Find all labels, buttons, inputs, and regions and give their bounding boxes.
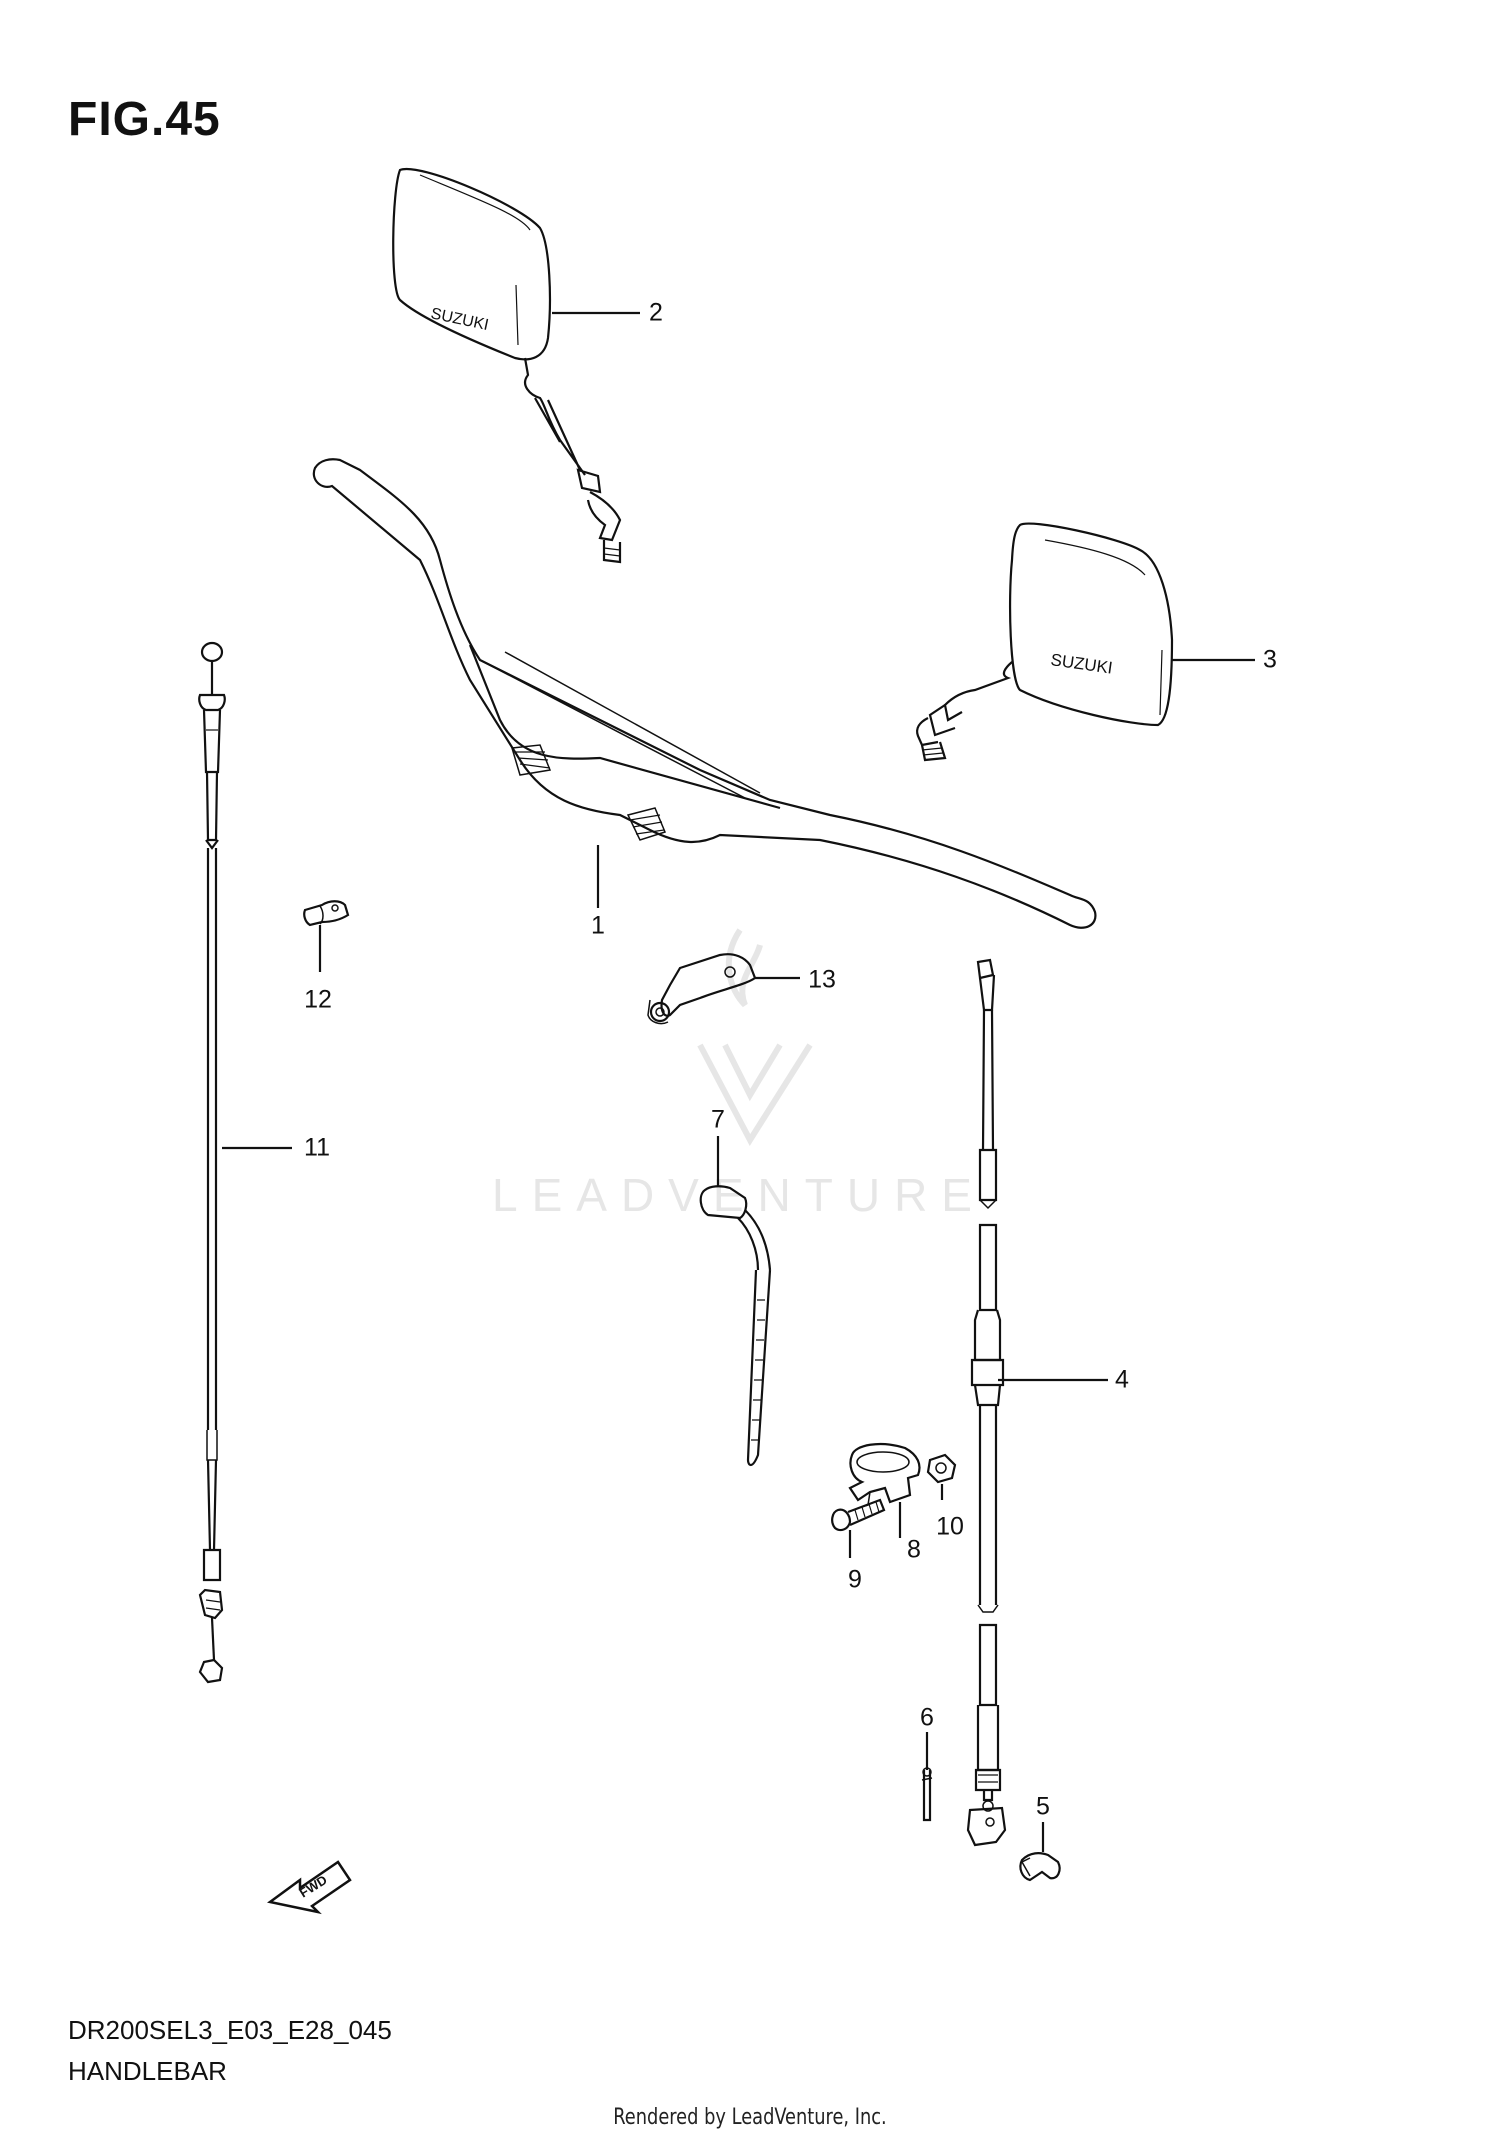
callout-1: 1 (591, 911, 605, 940)
callout-2: 2 (649, 298, 663, 327)
callout-12: 12 (304, 985, 332, 1014)
callout-7: 7 (711, 1105, 725, 1134)
fwd-arrow-icon: FWD (266, 1860, 352, 1915)
cable-tie-part-7[interactable] (699, 1185, 772, 1467)
bolt-part-5[interactable] (1019, 1852, 1061, 1882)
callout-4: 4 (1115, 1365, 1129, 1394)
figure-title: FIG.45 (68, 93, 221, 146)
bracket-part-13[interactable] (647, 953, 757, 1025)
clutch-cable-part-11[interactable] (198, 641, 226, 1684)
callout-3: 3 (1263, 645, 1277, 674)
left-mirror-part-2[interactable]: SUZUKI (392, 167, 622, 564)
callout-8: 8 (907, 1535, 921, 1564)
right-mirror-part-3[interactable]: SUZUKI (916, 522, 1174, 762)
rendered-by-credit: Rendered by LeadVenture, Inc. (613, 2105, 887, 2130)
nut-part-10[interactable] (926, 1453, 957, 1484)
callout-6: 6 (920, 1703, 934, 1732)
handlebar-part-1[interactable] (312, 458, 1097, 929)
suzuki-logo-right: SUZUKI (1049, 650, 1113, 677)
section-name: HANDLEBAR (68, 2056, 227, 2086)
callout-11: 11 (304, 1133, 330, 1162)
throttle-clamp-part-8[interactable] (848, 1442, 921, 1509)
model-code: DR200SEL3_E03_E28_045 (68, 2015, 392, 2045)
callout-9: 9 (848, 1565, 862, 1594)
cotter-pin-part-6[interactable] (921, 1767, 933, 1822)
callout-5: 5 (1036, 1792, 1050, 1821)
callout-10: 10 (936, 1512, 964, 1541)
callout-13: 13 (808, 965, 836, 994)
suzuki-logo-left: SUZUKI (429, 305, 490, 334)
cable-clamp-part-12[interactable] (303, 900, 350, 927)
throttle-cable-part-4[interactable] (966, 958, 1007, 1847)
watermark-text: LEADVENTURE (492, 1169, 986, 1221)
screw-part-9[interactable] (831, 1498, 886, 1532)
